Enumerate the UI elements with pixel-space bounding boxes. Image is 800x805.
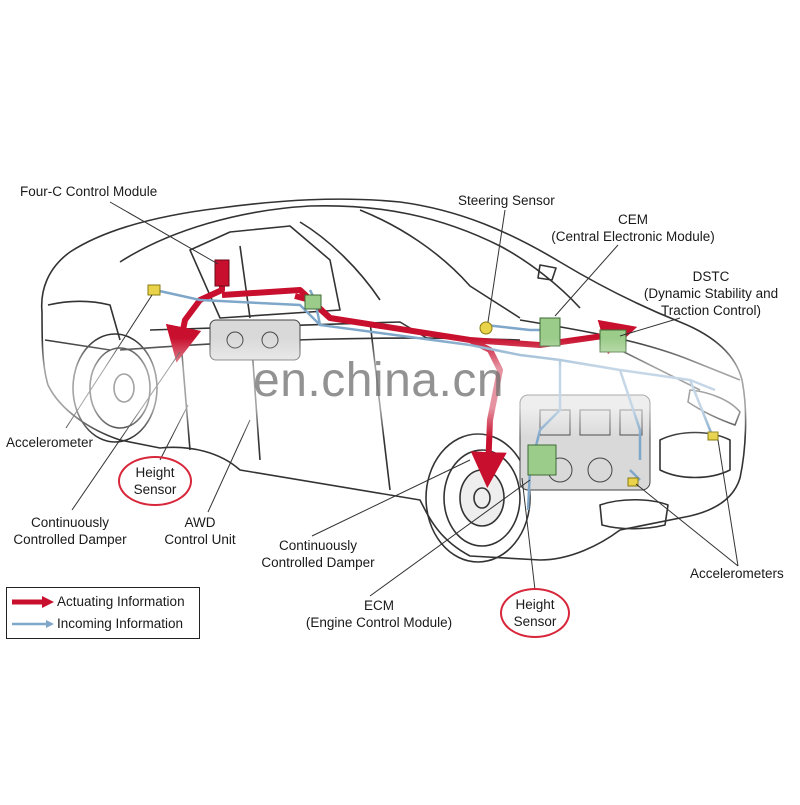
label-cem: CEM (Central Electronic Module) xyxy=(543,211,723,245)
label-steering-sensor: Steering Sensor xyxy=(458,192,555,209)
legend-incoming-label: Incoming Information xyxy=(57,616,183,631)
ecm-box xyxy=(528,445,556,475)
legend-actuating: Actuating Information xyxy=(7,592,199,612)
legend-actuating-label: Actuating Information xyxy=(57,594,185,609)
accelerometer-sensor xyxy=(148,285,160,295)
legend-incoming: Incoming Information xyxy=(7,614,199,634)
actuating-arrow-icon xyxy=(12,595,56,609)
label-dstc: DSTC (Dynamic Stability and Traction Con… xyxy=(635,268,787,319)
label-accelerometer: Accelerometer xyxy=(6,434,93,451)
label-height-sensor-rear: Height Sensor xyxy=(118,456,192,506)
front-wheel xyxy=(426,434,530,562)
incoming-arrow-icon xyxy=(12,617,56,631)
label-ccd-rear: Continuously Controlled Damper xyxy=(8,514,132,548)
legend: Actuating Information Incoming Informati… xyxy=(6,587,200,639)
steering-sensor xyxy=(480,322,492,334)
label-awd-control-unit: AWD Control Unit xyxy=(160,514,240,548)
awd-control-unit-box xyxy=(305,295,321,309)
watermark-text: en.china.cn xyxy=(253,353,504,408)
label-accelerometers: Accelerometers xyxy=(690,565,784,582)
label-ecm: ECM (Engine Control Module) xyxy=(300,597,458,631)
label-height-sensor-front: Height Sensor xyxy=(500,588,570,638)
label-four-c-control-module: Four-C Control Module xyxy=(20,183,157,200)
label-ccd-front: Continuously Controlled Damper xyxy=(256,537,380,571)
